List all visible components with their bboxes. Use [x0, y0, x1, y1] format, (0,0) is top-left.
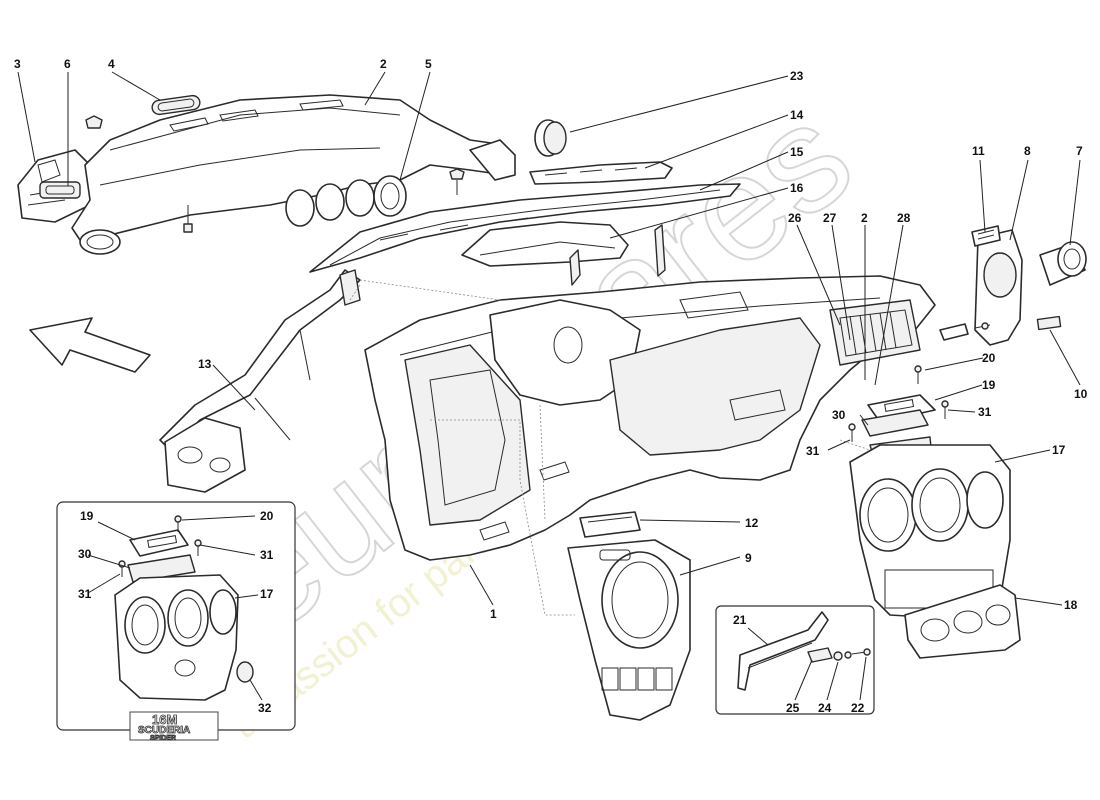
part-8-side-bezel	[974, 229, 1023, 346]
label-part-4: 4	[108, 57, 115, 71]
inset-logo: 16M SCUDERIA SPIDER	[129, 711, 219, 742]
screws-main	[848, 365, 949, 442]
label-part-31b: 31	[806, 444, 820, 458]
label-part-21: 21	[733, 613, 747, 627]
label-part-8: 8	[1024, 144, 1031, 158]
part-2-air-duct	[71, 94, 516, 255]
label-part-22: 22	[851, 701, 865, 715]
label-part-24: 24	[818, 701, 832, 715]
part-15-dash-top-cover	[309, 183, 741, 273]
inset-box-left	[56, 501, 296, 731]
label-part-5: 5	[425, 57, 432, 71]
label-part-19: 19	[982, 378, 996, 392]
part-1-dashboard-main	[339, 224, 936, 561]
label-part-18: 18	[1064, 598, 1078, 612]
part-14-vent-strip	[529, 161, 673, 185]
label-part-25: 25	[786, 701, 800, 715]
part-19-plate	[867, 394, 936, 423]
label-part-20b: 20	[260, 509, 274, 523]
direction-arrow	[29, 317, 151, 373]
label-part-19b: 19	[80, 509, 94, 523]
logo-line1: 16M	[152, 712, 177, 727]
part-13-support-bracket	[159, 269, 361, 493]
label-part-6: 6	[64, 57, 71, 71]
logo-line3: SPIDER	[150, 735, 176, 742]
label-part-27: 27	[823, 211, 837, 225]
part-4-vent-cover	[151, 94, 201, 116]
part-6-grille	[39, 181, 81, 199]
label-part-2b: 2	[861, 211, 868, 225]
label-part-17b: 17	[260, 587, 274, 601]
label-part-28: 28	[897, 211, 911, 225]
label-part-1: 1	[490, 607, 497, 621]
label-part-23: 23	[790, 69, 804, 83]
inset-box-right	[715, 605, 875, 715]
label-part-20: 20	[982, 351, 996, 365]
clips	[85, 115, 465, 233]
label-part-15: 15	[790, 145, 804, 159]
label-part-31: 31	[978, 405, 992, 419]
label-part-9: 9	[745, 551, 752, 565]
label-part-10: 10	[1074, 387, 1088, 401]
label-part-16: 16	[790, 181, 804, 195]
part-7-round-vent	[1039, 241, 1087, 286]
label-part-30b: 30	[78, 547, 92, 561]
label-part-26: 26	[788, 211, 802, 225]
logo-line2: SCUDERIA	[138, 725, 190, 736]
label-part-3: 3	[14, 57, 21, 71]
label-part-12: 12	[745, 516, 759, 530]
dash-hinge	[939, 322, 991, 341]
part-17-center-bezel	[849, 444, 1011, 621]
part-11-small-vent	[971, 225, 1001, 247]
part-9-lower-bezel	[567, 539, 691, 721]
label-part-32: 32	[258, 701, 272, 715]
label-part-31d: 31	[78, 587, 92, 601]
guide-lines	[349, 279, 871, 616]
part-23-duct-ring	[534, 119, 567, 157]
label-part-30: 30	[832, 408, 846, 422]
part-12-switch	[579, 511, 641, 538]
label-part-7: 7	[1076, 144, 1083, 158]
leader-lines	[17, 71, 1081, 701]
label-part-11: 11	[972, 144, 985, 158]
label-part-14: 14	[790, 108, 804, 122]
part-16-cluster-hood	[461, 221, 629, 267]
part-number-labels: 3 6 4 2 5 23 14 15 16 26 27 2 28 11 8 7 …	[14, 57, 1088, 715]
part-18-control-panel	[904, 584, 1021, 659]
label-part-31c: 31	[260, 548, 274, 562]
label-part-13: 13	[198, 357, 212, 371]
part-10-badge	[1036, 315, 1062, 331]
label-part-2: 2	[380, 57, 387, 71]
label-part-17: 17	[1052, 443, 1066, 457]
